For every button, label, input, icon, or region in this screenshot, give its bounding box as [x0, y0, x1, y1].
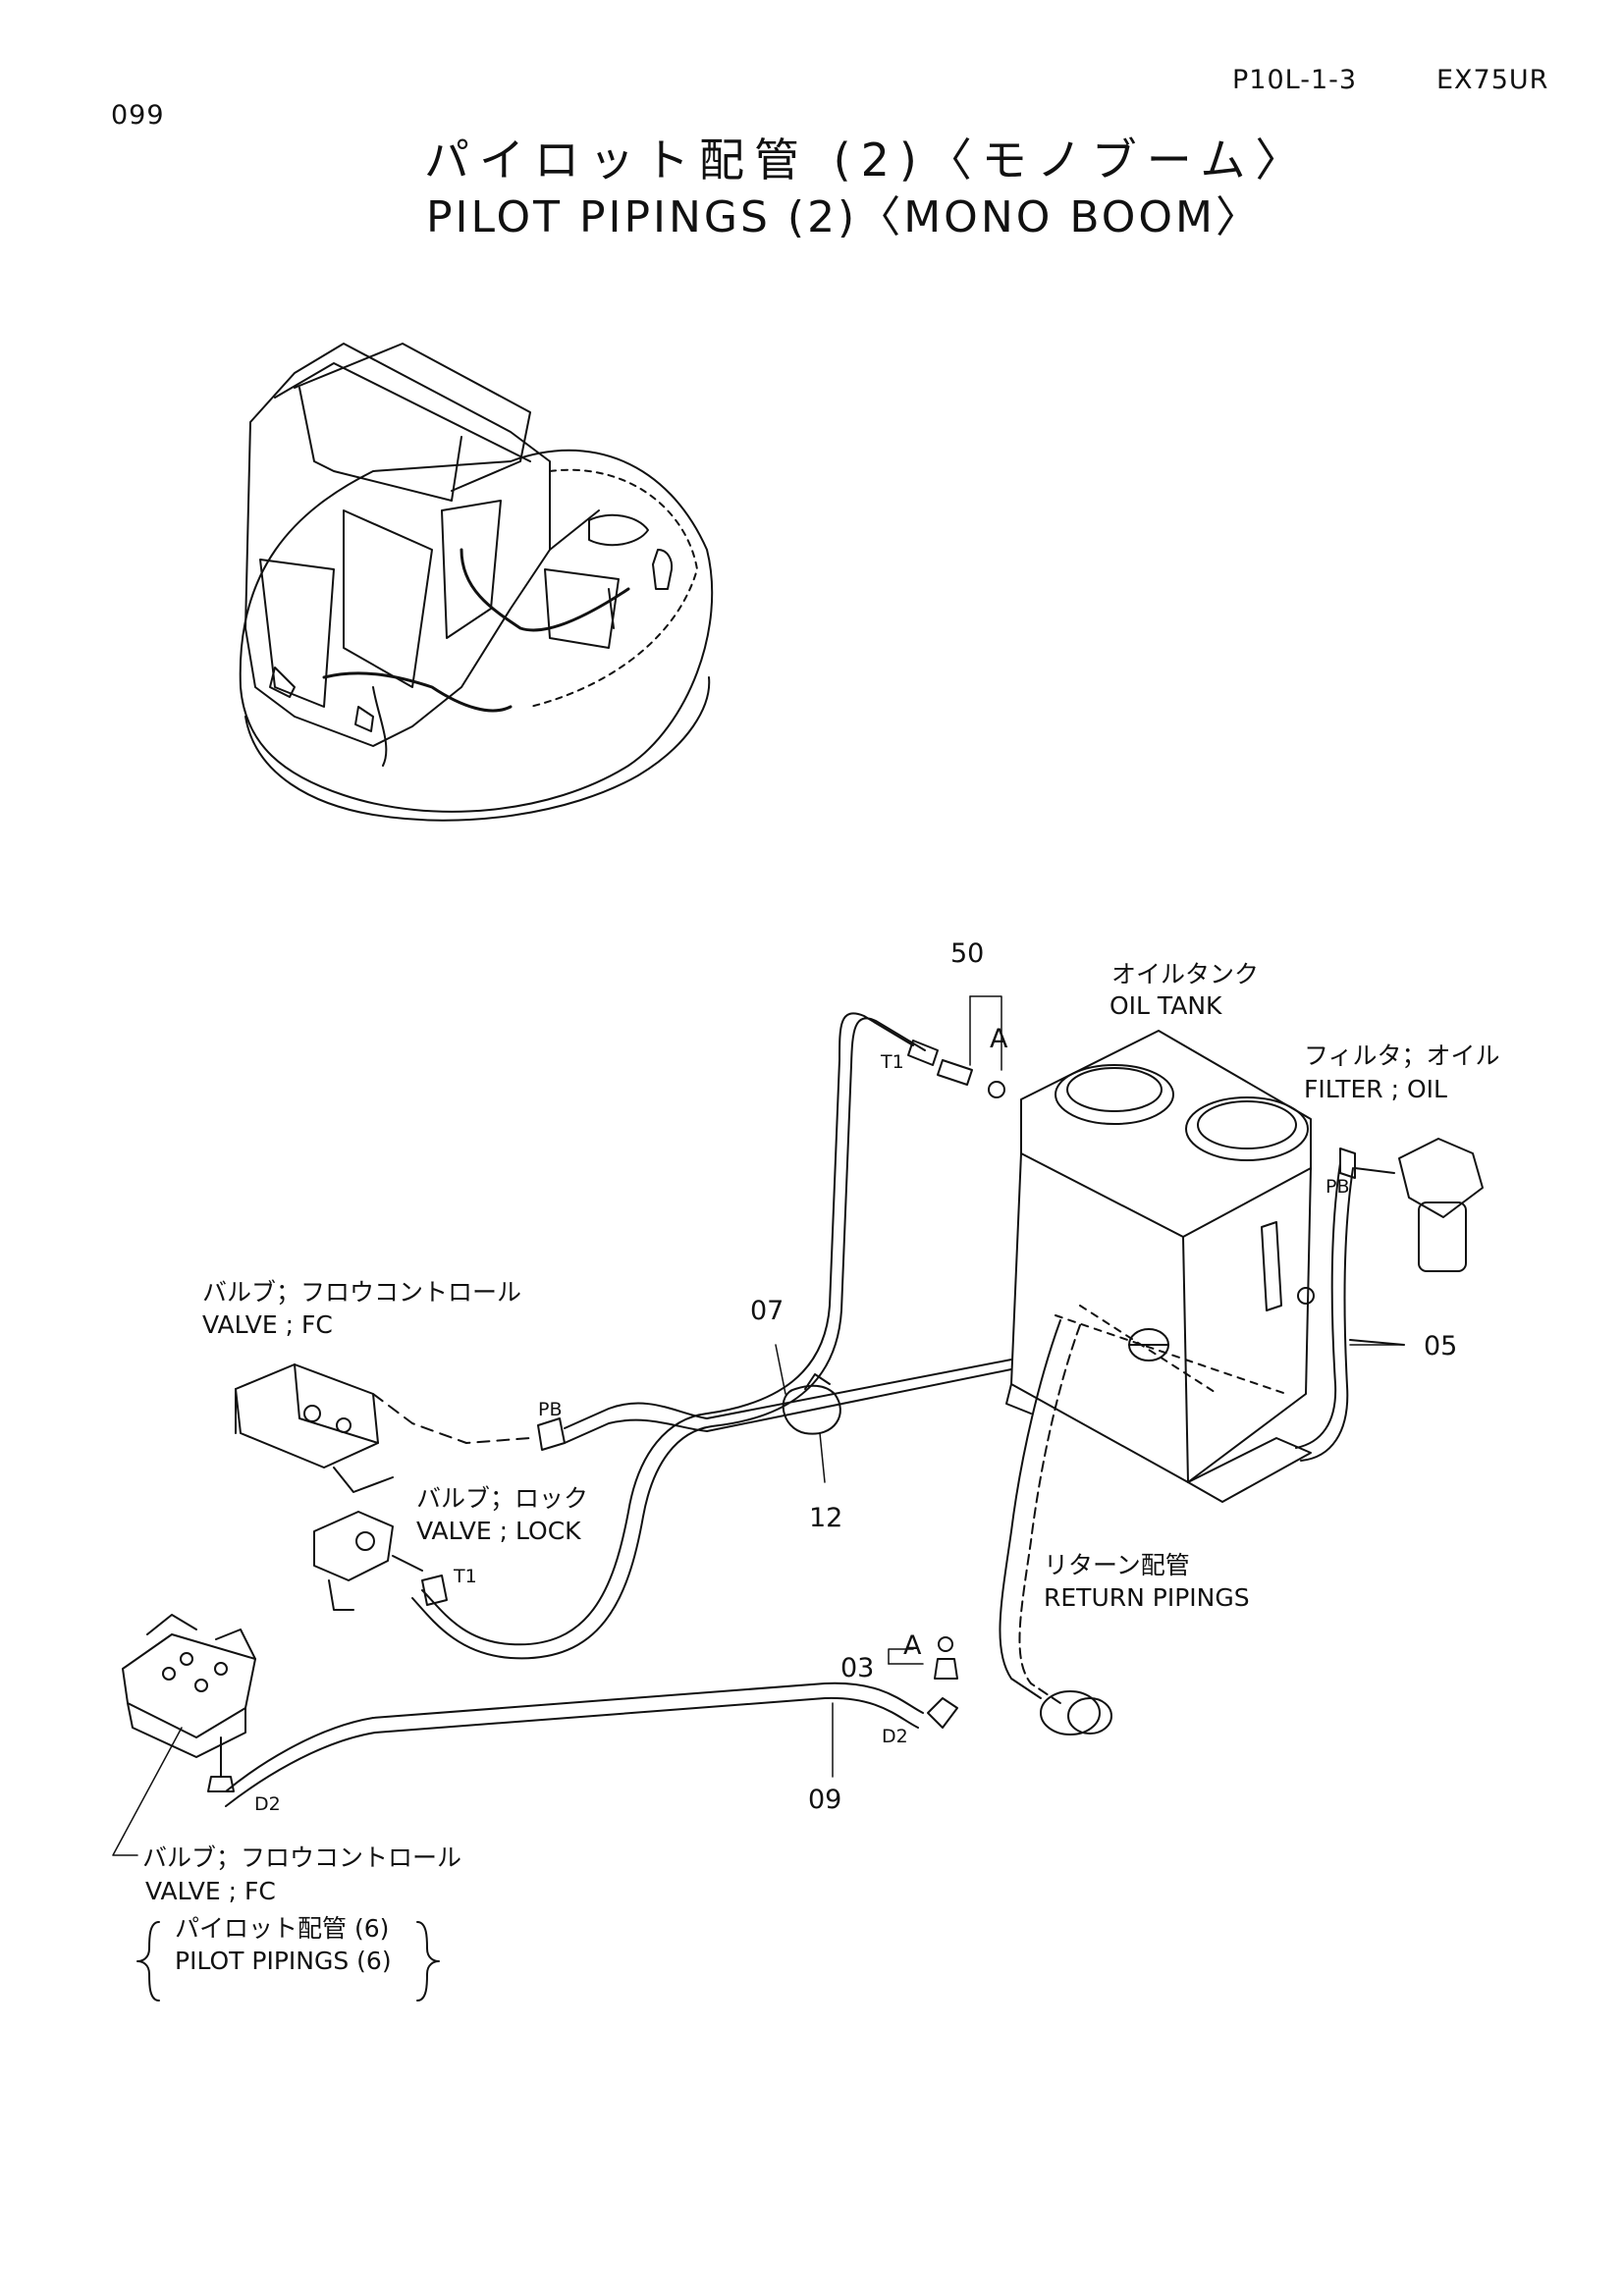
- valve-lock-label-jp: バルブ；ロック: [416, 1484, 589, 1513]
- clamp-12: [784, 1374, 840, 1434]
- return-pipings-label-jp: リターン配管: [1044, 1551, 1190, 1579]
- port-d2-right: D2: [882, 1726, 908, 1747]
- excavator-overview-drawing: [241, 344, 712, 821]
- port-t1-lock: T1: [454, 1566, 477, 1587]
- oil-tank-label-jp: オイルタンク: [1111, 960, 1260, 988]
- callout-12: 12: [809, 1503, 843, 1533]
- page-number: 099: [111, 100, 165, 131]
- page-code: P10L-1-3: [1232, 65, 1358, 95]
- fitting-pb-fc: [538, 1418, 565, 1450]
- page-title-jp: パイロット配管 (2)〈モノブーム〉: [424, 133, 1311, 187]
- return-pipe: [1000, 1320, 1111, 1735]
- callout-03: 03: [840, 1653, 875, 1683]
- hose-05: [1296, 1163, 1404, 1461]
- oil-tank-drawing: [1006, 1031, 1314, 1502]
- filter-oil-label-en: FILTER ; OIL: [1304, 1075, 1447, 1103]
- model-name: EX75UR: [1436, 65, 1549, 95]
- marker-a-bottom: A: [903, 1630, 922, 1661]
- valve-fc-2-label-en: VALVE ; FC: [145, 1877, 276, 1905]
- oil-tank-label-en: OIL TANK: [1109, 991, 1222, 1020]
- oil-filter-drawing: [1340, 1139, 1483, 1271]
- valve-fc-label-en: VALVE ; FC: [202, 1310, 333, 1339]
- hose-pb-fc: [565, 1360, 1011, 1443]
- valve-fc-label-jp: バルブ；フロウコントロール: [202, 1278, 522, 1307]
- port-pb-filter: PB: [1325, 1176, 1350, 1198]
- return-pipings-label-en: RETURN PIPINGS: [1044, 1583, 1250, 1612]
- port-d2-left: D2: [254, 1793, 281, 1815]
- valve-lock-drawing: [314, 1512, 422, 1610]
- fitting-t1-lock: [422, 1575, 447, 1605]
- valve-fc-2-label-jp: バルブ；フロウコントロール: [142, 1843, 462, 1872]
- callout-07: 07: [750, 1296, 784, 1326]
- fitting-03: [935, 1637, 957, 1679]
- fitting-50: [908, 1041, 1004, 1097]
- valve-fc-drawing: [236, 1364, 530, 1492]
- callout-50: 50: [950, 938, 985, 969]
- reference-brackets: [137, 1922, 439, 2001]
- leader-lines: [113, 996, 1404, 1855]
- valve-fc-bracket-drawing: [123, 1615, 255, 1791]
- hose-07: [412, 1013, 925, 1658]
- page-title-en: PILOT PIPINGS (2)〈MONO BOOM〉: [426, 192, 1262, 242]
- callout-09: 09: [808, 1785, 842, 1815]
- filter-oil-label-jp: フィルタ；オイル: [1304, 1041, 1500, 1070]
- callout-05: 05: [1424, 1331, 1458, 1362]
- hose-09: [226, 1683, 957, 1806]
- ref-pilot-pipings-jp: パイロット配管 (6): [175, 1914, 390, 1943]
- marker-a-top: A: [990, 1024, 1008, 1054]
- ref-pilot-pipings-en: PILOT PIPINGS (6): [175, 1947, 392, 1975]
- port-pb-fc: PB: [538, 1399, 563, 1420]
- port-t1-top: T1: [881, 1051, 904, 1073]
- valve-lock-label-en: VALVE ; LOCK: [416, 1517, 581, 1545]
